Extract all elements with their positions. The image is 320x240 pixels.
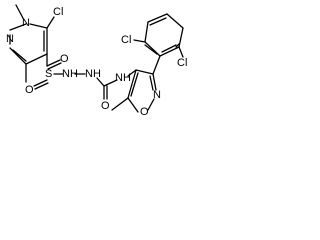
atom-n-pyrazole-1: N (22, 17, 30, 29)
atom-cl-aryl-left: Cl (121, 34, 131, 46)
n-methyl-bond (15, 4, 25, 21)
atom-hydrazide-nh-1: NH (62, 68, 78, 80)
atom-cl-aryl-right: Cl (177, 57, 187, 69)
atom-isoxazole-n: N (153, 89, 161, 101)
carbonyl-nh-bond (103, 79, 118, 87)
atom-isoxazole-o: O (140, 106, 149, 118)
aryl-cl-left-bond (133, 39, 146, 43)
atom-sulfonyl-s: S (45, 68, 52, 80)
c5-methyl-bond (111, 97, 129, 111)
s-o-top-bond (46, 59, 61, 67)
atom-amide-nh: NH (115, 72, 131, 84)
atom-carbonyl-o: O (101, 100, 110, 112)
dichlorophenyl-ring (144, 13, 184, 75)
isoxazole-ring (127, 69, 157, 113)
pyrazole-cl-bond (46, 16, 55, 29)
nh-isoxazole-bond (127, 69, 137, 77)
atom-sulfonyl-o-top: O (60, 53, 69, 65)
s-o-bottom-bond (33, 79, 48, 87)
nh-carbonyl-bond (96, 77, 105, 87)
chemical-structure: Cl N N O S NH NH O O NH Cl Cl N O (6, 4, 187, 118)
atom-n-pyrazole-2: N (6, 33, 14, 45)
atom-hydrazide-nh-2: NH (85, 68, 101, 80)
pyrazole-ring (9, 23, 48, 65)
atom-sulfonyl-o-bottom: O (25, 84, 34, 96)
atom-cl-pyrazole: Cl (53, 6, 63, 18)
aryl-cl-right-bond (178, 46, 184, 58)
